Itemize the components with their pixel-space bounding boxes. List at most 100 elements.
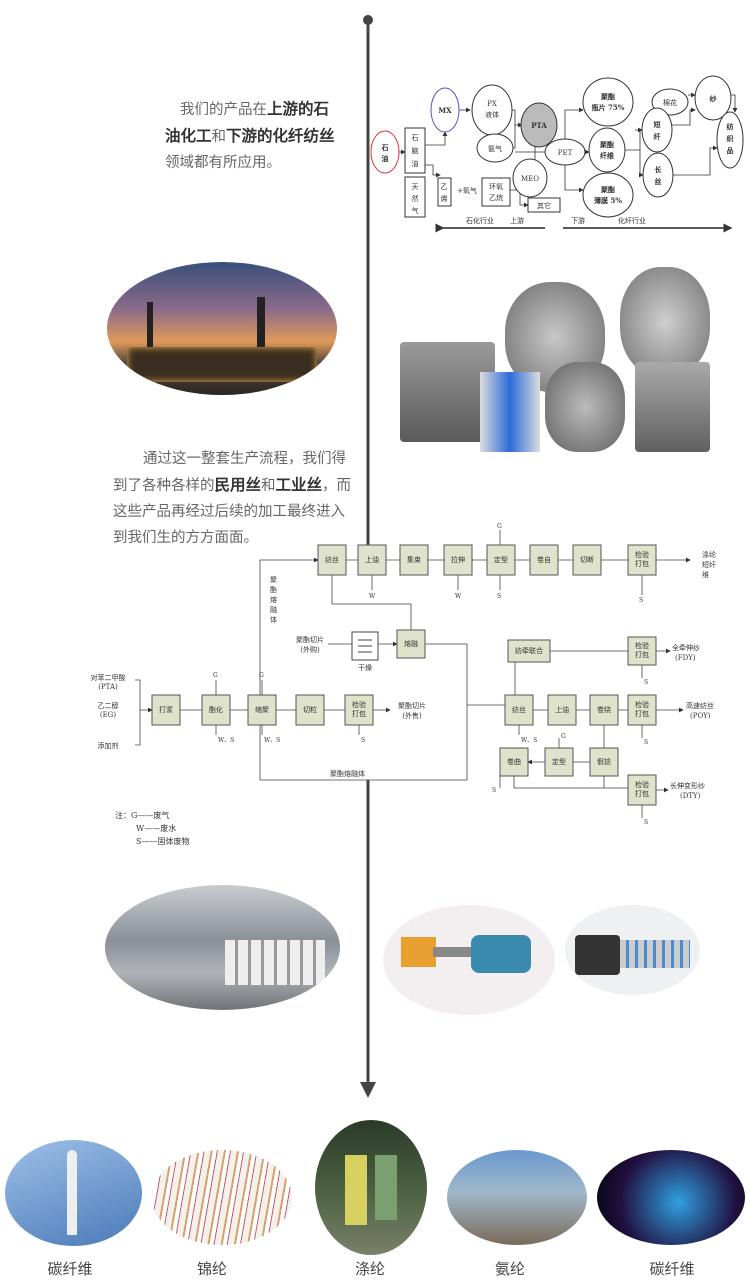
mark-g: G [213,672,218,679]
flow-boxes: 纺丝上油集束拉伸定型卷自切断检验打包熔融打浆酯化缩聚切粒检验打包纺丝上油卷绕检验… [151,544,657,806]
natural-gas-label-2: 然 [412,194,419,203]
process-box [544,747,574,777]
product-label-polyester: 涤纶 [354,1260,385,1278]
process-box-label: 定型 [552,757,566,766]
process-box [572,544,602,576]
staple-out-2: 短纤 [702,560,716,569]
intro-text-1: 我们的产品在 [180,102,267,118]
process-box-label-wrap: 定型 [494,555,508,564]
process-box-label-wrap: 假捻 [597,758,611,766]
process-text: 通过这一整套生产流程，我们得 到了各种各样的民用丝和工业丝，而 这些产品再经过后… [113,446,353,551]
process-box [396,629,426,659]
process-box-label: 纺丝 [325,555,339,564]
chip-in-1: 聚酯切片 [296,635,324,644]
film-node [582,172,634,218]
process-box-label: 切粒 [303,705,317,714]
polyester-clothing-photo [315,1120,427,1255]
other-label: 其它 [537,201,551,210]
axis-down-label: 下游 [571,216,585,225]
process-box [529,544,559,576]
other-node [527,197,561,213]
process-box-label-wrap: 检验打包 [635,781,649,798]
textile-node [716,111,744,169]
process-box-label: 上油 [365,555,379,564]
process-box [357,544,387,576]
ammonia-label: 氨气 [488,144,502,153]
natural-gas-label-1: 天 [412,183,419,191]
intro-text: 我们的产品在上游的石 油化工和下游的化纤纺丝 领域都有所应用。 [165,96,365,176]
pet-node [544,138,586,166]
input-pta-2: (PTA) [98,683,118,691]
naphtha-label-3: 油 [412,159,419,168]
input-additive: 添加剂 [98,741,119,750]
naphtha-node [404,127,426,174]
process-box [486,544,516,576]
process-box [151,694,181,726]
process-box-label-wrap: 纺丝 [512,705,526,714]
melt-bottom-label: 聚酯熔融体 [330,769,365,778]
process-box-label-wrap: 拉伸 [451,556,465,564]
ethylene-node [437,177,452,207]
process-box-label: 定型 [494,555,508,564]
oil-label-2: 油 [382,154,389,163]
ethylene-oxide-label-1: 环氧 [489,182,503,191]
process-box-label-wrap: 熔融 [404,640,418,648]
process-box-label: 纺丝 [512,705,526,714]
process-box-label: 检验打包 [635,701,649,718]
axis-up-label: 上游 [510,216,524,225]
process-box-label: 检验打包 [635,781,649,798]
process-box [247,694,277,726]
process-box-label-wrap: 上油 [365,555,379,564]
process-box-label: 打浆 [159,705,173,714]
mark-ws: W、S [218,737,234,744]
ethylene-oxide-node [481,177,511,207]
waste-marks: G W、S G W、S W W S G S S W、S S S G S S [213,523,648,826]
process-box-label-wrap: 集束 [407,556,421,564]
bottle-chip-node [582,77,634,127]
mark-s: S [361,737,365,744]
textile-label-1: 纺 [727,122,734,131]
process-text-2c: ，而 [322,478,352,494]
process-box-label-wrap: 纺牵联合 [515,647,543,655]
film-label-2: 薄膜 5% [594,196,622,205]
process-box [589,694,619,726]
chip-out-1: 聚酯切片 [398,701,426,710]
product-label-carbon-fiber-2: 碳纤维 [649,1260,695,1278]
process-box-label-wrap: 酯化 [209,705,223,714]
intro-bold-2: 油化工 [165,127,212,145]
yarn-node [694,75,732,121]
staple-out-1: 涤纶 [702,550,716,559]
fdy-out-2: (FDY) [675,654,696,662]
naphtha-label-2: 脑 [412,146,419,155]
process-box-label: 酯化 [209,705,223,714]
ammonia-node [476,133,514,163]
mark-s: S [492,787,496,794]
input-pta-1: 对苯二甲酸 [91,673,126,682]
ethylene-label-1: 乙 [441,183,448,191]
intro-bold-3: 下游的化纤纺丝 [226,127,335,145]
mark-s: S [639,597,643,604]
mark-g: G [259,672,264,679]
process-box-label-wrap: 卷绕 [597,706,611,714]
process-box [627,774,657,806]
nylon-photo [152,1150,292,1245]
film-label-1: 聚酯 [600,185,615,194]
dry-label: 干燥 [358,663,372,672]
spandex-climbing-photo [447,1150,587,1245]
meo-node [512,158,548,198]
pump-motor-photo [383,905,555,1015]
factory-photo [105,885,340,1010]
process-text-2a: 到了各种各样的 [113,478,215,494]
process-box [507,639,551,663]
poy-out-2: (POY) [690,712,711,720]
pta-label: PTA [531,121,547,130]
chip-in-2: (外购) [300,645,320,654]
process-box-label: 切断 [580,555,594,564]
process-box-label-wrap: 上油 [555,706,569,714]
note-g: 注：G——废气 [115,810,169,820]
process-box [499,747,529,777]
process-box-label-wrap: 检验打包 [352,701,366,718]
mark-g: G [497,523,502,530]
